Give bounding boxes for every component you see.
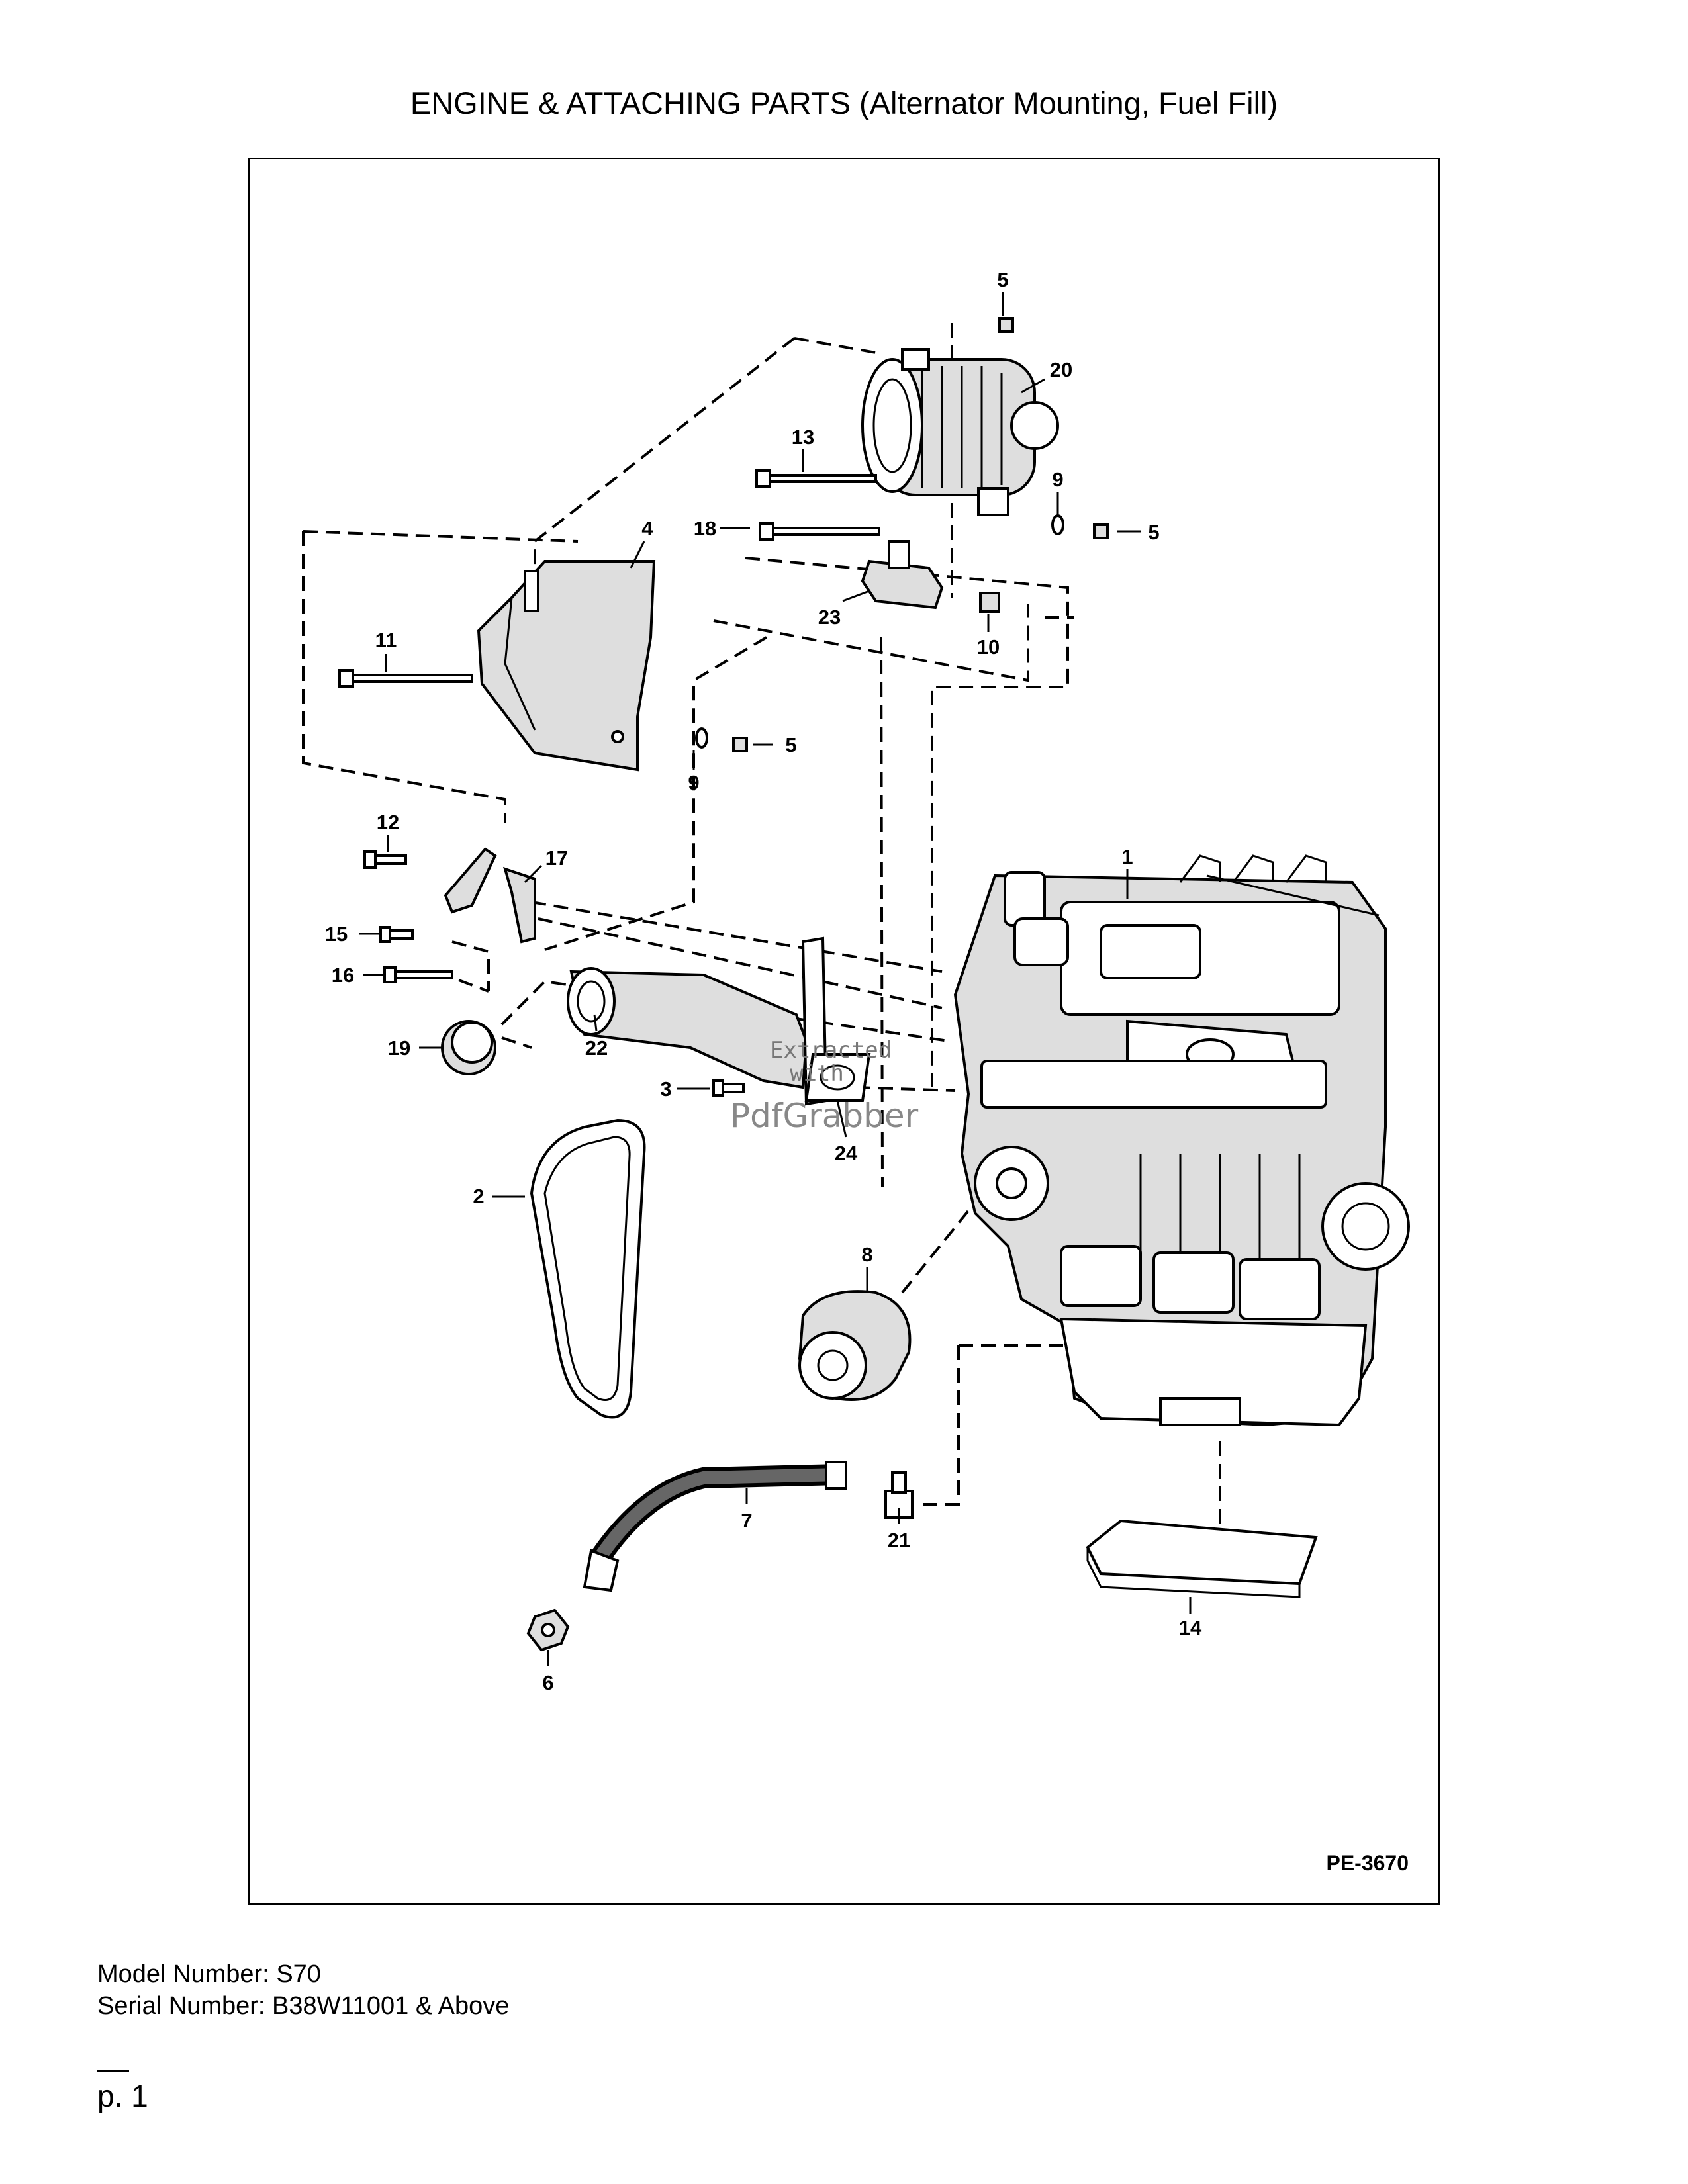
callout-22: 22 [585, 1036, 608, 1060]
callout-13: 13 [792, 426, 814, 449]
callout-17: 17 [545, 846, 568, 870]
page-number: p. 1 [97, 2079, 148, 2113]
callout-5: 5 [1148, 521, 1159, 544]
engine-block [953, 854, 1410, 1427]
serial-number: Serial Number: B38W11001 & Above [97, 1992, 510, 2020]
callout-18: 18 [694, 517, 716, 540]
watermark-line1: Extracted [770, 1037, 892, 1064]
callout-8: 8 [861, 1243, 872, 1266]
cover-plate [477, 560, 656, 772]
callout-4: 4 [641, 517, 653, 540]
callout-1: 1 [1121, 845, 1133, 868]
diagram-frame: 5 20 13 9 5 18 4 23 10 11 5 9 12 17 15 1… [248, 158, 1440, 1905]
callout-6: 6 [542, 1671, 553, 1694]
watermark: Extracted with PdfGrabber [730, 1037, 919, 1135]
cover-plate-bottom [1086, 1519, 1318, 1598]
fuel-fill-tube [441, 936, 828, 1106]
leader-lines [359, 292, 1192, 1666]
callout-7: 7 [741, 1509, 752, 1532]
fuel-hose [526, 1461, 914, 1652]
callout-3: 3 [660, 1077, 671, 1101]
callout-11: 11 [375, 629, 397, 652]
model-number: Model Number: S70 [97, 1960, 321, 1988]
callout-20: 20 [1050, 358, 1072, 381]
watermark-line3: PdfGrabber [730, 1097, 919, 1135]
oil-filter [798, 1290, 912, 1401]
callout-23: 23 [818, 606, 841, 629]
callout-21: 21 [888, 1529, 910, 1552]
fill-brackets [444, 847, 536, 944]
callout-14: 14 [1179, 1616, 1202, 1639]
callouts: 5 20 13 9 5 18 4 23 10 11 5 9 12 17 15 1… [325, 268, 1202, 1694]
callout-5: 5 [785, 733, 796, 756]
callout-5: 5 [997, 268, 1008, 291]
callout-15: 15 [325, 923, 348, 946]
alternator [861, 348, 1059, 516]
callout-9: 9 [688, 771, 699, 794]
bolts [338, 469, 880, 1097]
footer-rule [97, 2070, 129, 2072]
callout-10: 10 [977, 635, 1000, 659]
callout-24: 24 [835, 1142, 858, 1165]
callout-2: 2 [473, 1185, 484, 1208]
figure-code: PE-3670 [1326, 1851, 1409, 1875]
nuts-washers [695, 317, 1109, 752]
page-title: ENGINE & ATTACHING PARTS (Alternator Mou… [410, 85, 1278, 120]
exploded-parts-diagram: 5 20 13 9 5 18 4 23 10 11 5 9 12 17 15 1… [302, 268, 1410, 1875]
callout-12: 12 [377, 811, 399, 834]
watermark-line2: with [790, 1060, 844, 1087]
callout-9: 9 [1052, 468, 1063, 491]
mount-bracket [861, 540, 944, 610]
gasket [804, 1053, 871, 1102]
callout-16: 16 [332, 964, 354, 987]
drive-belt [530, 1118, 646, 1419]
callout-19: 19 [388, 1036, 410, 1060]
